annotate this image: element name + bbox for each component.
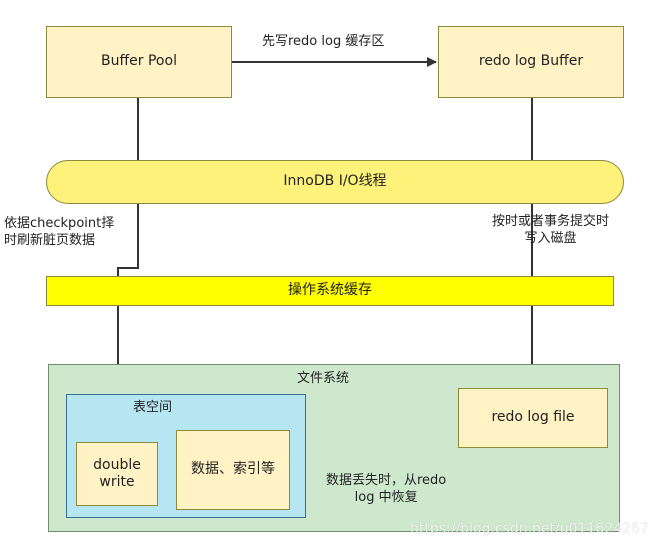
file-system-label: 文件系统 (297, 371, 350, 386)
recover-label: 数据丢失时，从redo log 中恢复 (326, 473, 447, 505)
os-cache-node: 操作系统缓存 (46, 276, 614, 306)
redo-log-buffer-node: redo log Buffer (438, 26, 624, 98)
checkpoint-flush-label: 依据checkpoint择 时刷新脏页数据 (4, 216, 115, 248)
data-index-node: 数据、索引等 (176, 430, 290, 510)
commit-write-label: 按时或者事务提交时 写入磁盘 (492, 214, 610, 246)
double-write-label: double write (93, 456, 141, 491)
innodb-io-thread-node: InnoDB I/O线程 (46, 160, 624, 204)
redo-log-buffer-label: redo log Buffer (478, 53, 584, 70)
data-index-label: 数据、索引等 (191, 461, 275, 478)
watermark-text: https://blog.csdn.net/u011624267 (410, 521, 649, 537)
redo-log-file-node: redo log file (458, 388, 608, 448)
tablespace-label: 表空间 (133, 400, 173, 415)
os-cache-label: 操作系统缓存 (288, 282, 372, 299)
write-redo-label: 先写redo log 缓存区 (262, 34, 385, 49)
double-write-node: double write (76, 442, 158, 506)
buffer-pool-label: Buffer Pool (101, 53, 177, 70)
buffer-pool-node: Buffer Pool (46, 26, 232, 98)
innodb-io-label: InnoDB I/O线程 (283, 173, 387, 190)
redo-log-file-label: redo log file (491, 409, 575, 426)
